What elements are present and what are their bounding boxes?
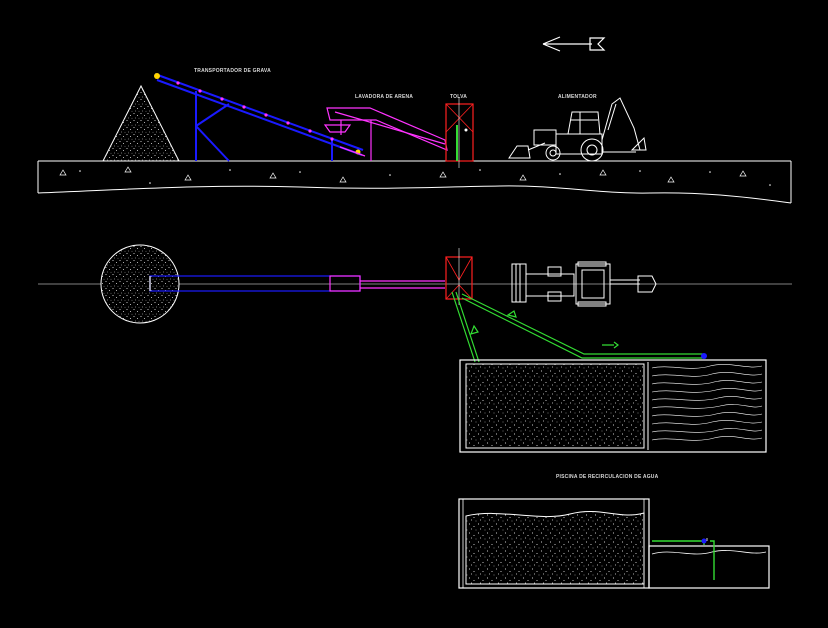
label-hopper: TOLVA — [450, 94, 467, 100]
pump-valve-icon — [701, 353, 707, 359]
backhoe-loader — [508, 97, 647, 162]
water-pipe — [451, 291, 704, 363]
label-water-pool: PISCINA DE RECIRCULACION DE AGUA — [556, 474, 659, 480]
backhoe-loader-plan — [511, 261, 657, 307]
gravel-pile-plan — [100, 244, 180, 324]
gravel-pile — [102, 84, 180, 162]
ground-section — [37, 160, 792, 204]
gravel-conveyor — [154, 73, 366, 162]
recirculation-pool-section — [458, 498, 770, 589]
flow-direction-arrow-icon — [542, 36, 606, 52]
hopper-plan — [445, 248, 473, 305]
label-gravel-conveyor: TRANSPORTADOR DE GRAVA — [194, 68, 271, 74]
hopper — [445, 97, 474, 168]
sand-washer — [323, 107, 448, 161]
recirculation-pool-plan — [459, 359, 767, 453]
gravel-conveyor-plan — [149, 275, 445, 292]
label-sand-washer: LAVADORA DE ARENA — [355, 94, 413, 100]
label-feeder: ALIMENTADOR — [558, 94, 597, 100]
